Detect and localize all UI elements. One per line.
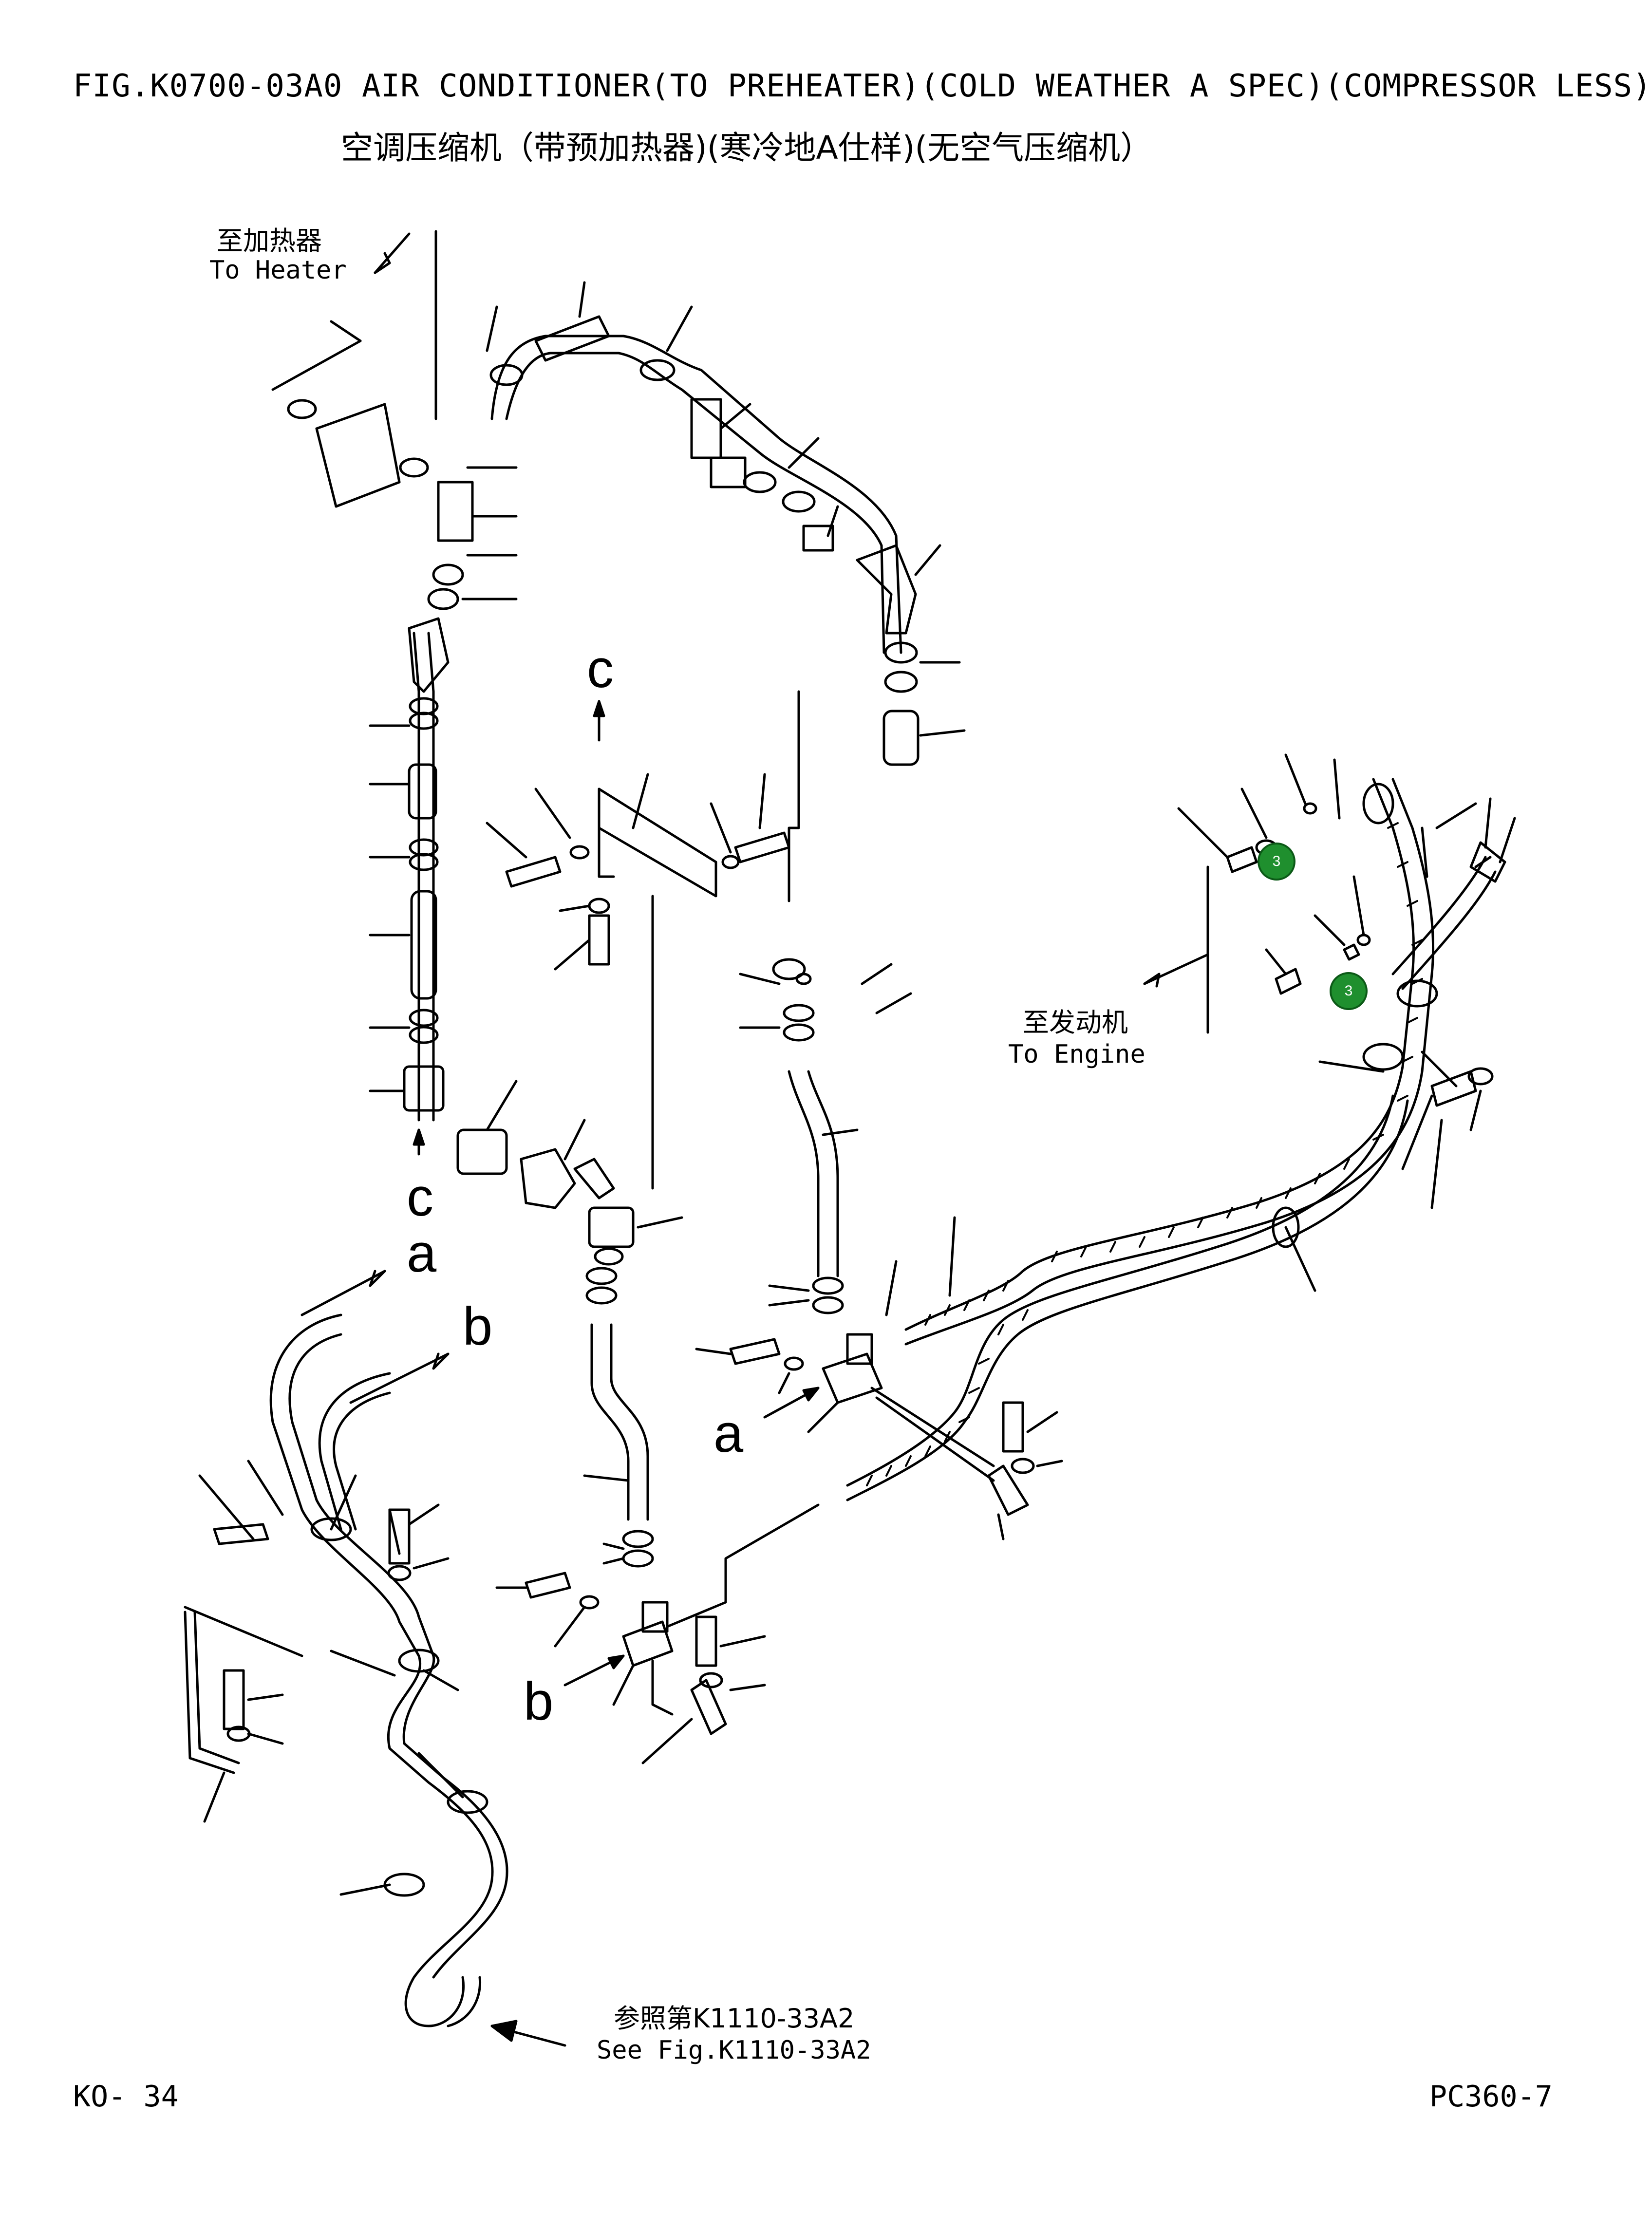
to-engine-label-cn: 至发动机	[1023, 1007, 1128, 1038]
heater-supply-hose	[413, 632, 420, 1122]
top-fittings	[287, 315, 920, 766]
center-hoses	[585, 958, 844, 1568]
to-heater-label-en: To Heater	[209, 256, 347, 285]
figure-title-cn: 空调压缩机（带预加热器)(寒冷地A仕样)(无空气压缩机）	[341, 129, 1153, 167]
callout-marker-2[interactable]: 3	[1330, 972, 1368, 1010]
figure-title: FIG.K0700-03A0 AIR CONDITIONER(TO PREHEA…	[73, 68, 1652, 104]
to-heater-label-cn: 至加热器	[217, 225, 322, 256]
connector-a-upper: a	[407, 1223, 437, 1283]
heater-return-hose	[490, 335, 902, 654]
to-heater-arrow	[374, 232, 411, 274]
right-bolts	[1226, 802, 1494, 1107]
model-number: PC360-7	[1429, 2080, 1553, 2114]
connector-b-lower: b	[524, 1671, 554, 1731]
connector-a-lower: a	[713, 1404, 744, 1463]
page-number: KO- 34	[73, 2080, 179, 2114]
connector-c-bottom: c	[407, 1167, 433, 1227]
hose-clamps-left	[403, 697, 445, 1112]
to-engine-label-en: To Engine	[1008, 1040, 1145, 1069]
see-fig-label-cn: 参照第K1110-33A2	[614, 2003, 855, 2034]
callout-marker-1[interactable]: 3	[1258, 843, 1295, 881]
connector-b-upper: b	[463, 1296, 493, 1356]
engine-hose-wrapped	[846, 778, 1497, 1501]
left-tube-assembly	[269, 1313, 508, 2027]
lower-brackets	[184, 1401, 1035, 1774]
parts-diagram	[184, 230, 1516, 2047]
water-valve	[456, 1128, 635, 1266]
mounting-bracket	[505, 788, 790, 966]
see-fig-label-en: See Fig.K1110-33A2	[597, 2036, 871, 2065]
connector-c-top: c	[587, 639, 614, 699]
t-fittings	[525, 1333, 883, 1667]
